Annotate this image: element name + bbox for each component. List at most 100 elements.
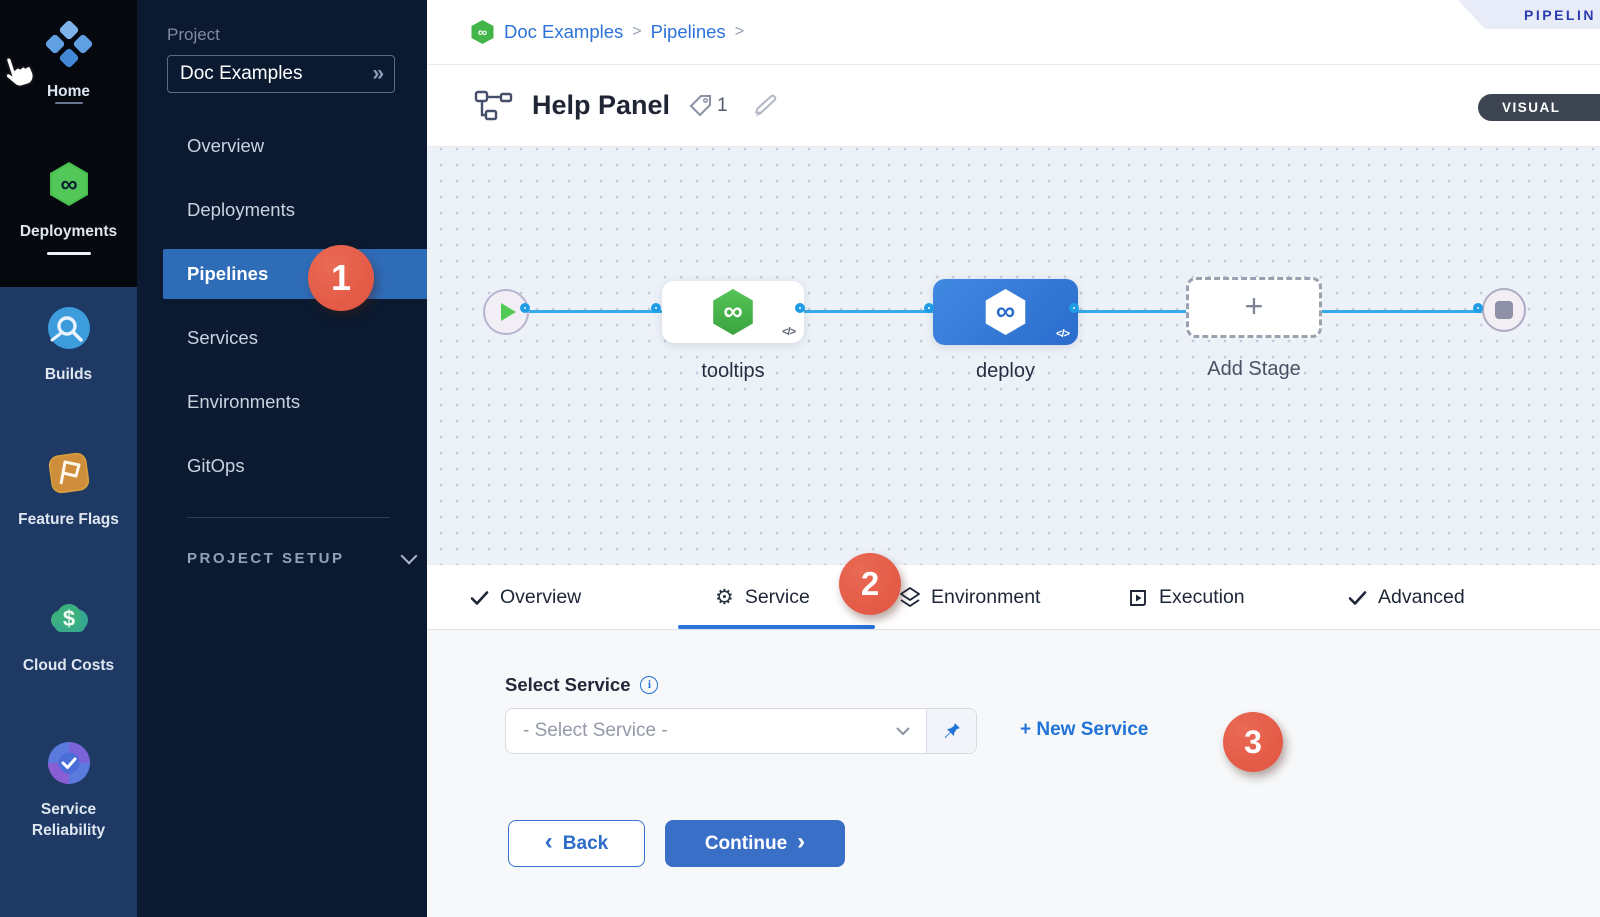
stage-node-tooltips[interactable]: ∞ </> — [662, 281, 804, 343]
sidebar-item-deployments[interactable]: ∞ Deployments — [0, 160, 137, 243]
breadcrumb: ∞ Doc Examples > Pipelines > — [470, 19, 744, 45]
deployments-underline — [46, 252, 91, 255]
sidebar-item-label: Home — [46, 83, 91, 100]
sidebar-item-services[interactable]: Services — [187, 327, 258, 348]
sidebar-item-pipelines[interactable]: Pipelines — [163, 249, 427, 299]
sidebar-item-service-reliability[interactable]: Service Reliability — [0, 740, 137, 842]
code-chip[interactable]: </> — [1056, 328, 1070, 340]
pipeline-header: Help Panel 1 VISUAL — [427, 65, 1600, 147]
cloud-costs-icon: $ — [45, 596, 93, 647]
stage-tabs: Overview ⚙ Service Environment — [427, 565, 1600, 630]
stage-node-deploy-selected[interactable]: ∞ </> — [933, 279, 1078, 345]
add-stage-label: Add Stage — [1207, 358, 1301, 380]
breadcrumb-bar: ∞ Doc Examples > Pipelines > PIPELIN — [427, 0, 1600, 65]
annotation-step-3: 3 — [1223, 712, 1283, 772]
annotation-step-2: 2 — [839, 553, 901, 615]
stage-label-deploy: deploy — [976, 360, 1035, 382]
sidebar-item-cloud-costs[interactable]: $ Cloud Costs — [0, 596, 137, 677]
project-setup-label: PROJECT SETUP — [187, 550, 345, 567]
connector-port[interactable] — [1473, 303, 1483, 313]
tag-count: 1 — [717, 94, 728, 116]
builds-icon — [46, 305, 92, 356]
project-setup-toggle[interactable]: PROJECT SETUP — [187, 547, 418, 567]
plus-icon: + — [1244, 287, 1264, 324]
select-service-placeholder: - Select Service - — [523, 720, 668, 741]
connector-port[interactable] — [1069, 303, 1079, 313]
back-button[interactable]: ‹ Back — [508, 820, 645, 867]
sidebar-item-label: Feature Flags — [18, 511, 119, 528]
harness-project-icon: ∞ — [470, 19, 495, 45]
connector-port[interactable] — [520, 303, 530, 313]
layers-icon — [900, 586, 920, 609]
module-sidebar-active-section — [0, 0, 137, 287]
tab-advanced[interactable]: Advanced — [1348, 565, 1465, 630]
service-tab-panel: Select Service i - Select Service - — [427, 630, 1600, 917]
edit-pencil-icon[interactable] — [754, 93, 780, 119]
project-name: Doc Examples — [180, 63, 303, 84]
check-icon — [1348, 590, 1367, 606]
svg-text:$: $ — [62, 606, 74, 631]
ribbon-label: PIPELIN — [1524, 6, 1596, 23]
visual-yaml-toggle[interactable]: VISUAL — [1478, 94, 1600, 121]
sidebar-item-feature-flags[interactable]: Feature Flags — [0, 450, 137, 531]
sidebar-item-label: Service Reliability — [31, 801, 106, 839]
main-content: ∞ Doc Examples > Pipelines > PIPELIN — [427, 0, 1600, 917]
harness-cd-icon: ∞ — [713, 289, 753, 335]
sidebar-item-home[interactable]: Home — [0, 20, 137, 103]
pipeline-edge — [1078, 310, 1186, 313]
home-underline — [54, 102, 83, 104]
project-sidebar: Project Doc Examples » Overview Deployme… — [137, 0, 427, 917]
chevron-left-icon: ‹ — [544, 828, 553, 855]
sidebar-item-label: Deployments — [19, 223, 118, 240]
pin-runtime-input-button[interactable] — [926, 709, 976, 753]
select-service-label: Select Service — [505, 674, 631, 695]
connector-port[interactable] — [795, 303, 805, 313]
breadcrumb-link-project[interactable]: Doc Examples — [504, 21, 624, 42]
svg-text:∞: ∞ — [60, 171, 77, 198]
visual-toggle-label: VISUAL — [1502, 100, 1561, 115]
sidebar-item-overview[interactable]: Overview — [187, 135, 265, 156]
expand-project-icon: » — [372, 62, 384, 85]
sidebar-item-deployments-menu[interactable]: Deployments — [187, 199, 295, 220]
continue-button[interactable]: Continue › — [665, 820, 845, 867]
select-service-dropdown[interactable]: - Select Service - — [505, 708, 977, 754]
stop-icon — [1495, 301, 1513, 319]
breadcrumb-link-pipelines[interactable]: Pipelines — [650, 21, 726, 42]
tab-environment[interactable]: Environment — [900, 565, 1040, 630]
execution-icon — [1128, 588, 1148, 608]
sidebar-item-environments[interactable]: Environments — [187, 391, 301, 412]
pipeline-edge — [804, 310, 933, 313]
stage-label-tooltips: tooltips — [701, 360, 765, 382]
hand-cursor-icon — [0, 52, 36, 99]
info-icon[interactable]: i — [640, 676, 659, 694]
project-selector[interactable]: Doc Examples » — [167, 55, 395, 93]
sidebar-item-gitops[interactable]: GitOps — [187, 455, 245, 476]
sidebar-item-builds[interactable]: Builds — [0, 305, 137, 386]
service-reliability-icon — [46, 740, 92, 791]
page-title: Help Panel — [532, 90, 671, 120]
active-tab-underline — [678, 625, 875, 629]
chevron-down-icon — [400, 547, 418, 565]
feature-flags-icon — [46, 450, 92, 501]
connector-port[interactable] — [924, 303, 934, 313]
project-section-label: Project — [167, 25, 220, 44]
new-service-link[interactable]: + New Service — [1020, 719, 1149, 740]
pipeline-edge — [1322, 310, 1482, 313]
connector-port[interactable] — [651, 303, 661, 313]
breadcrumb-separator: > — [632, 23, 642, 40]
home-icon — [45, 20, 93, 73]
module-sidebar: Home ∞ Deployments — [0, 0, 137, 917]
tab-overview[interactable]: Overview — [470, 565, 581, 630]
tag-icon — [688, 93, 713, 118]
tab-execution[interactable]: Execution — [1128, 565, 1245, 630]
pin-icon — [942, 721, 962, 741]
tab-service[interactable]: ⚙ Service — [715, 586, 810, 609]
pipeline-icon — [474, 90, 514, 122]
sidebar-item-label: Cloud Costs — [22, 657, 115, 674]
tags-indicator[interactable]: 1 — [688, 93, 728, 118]
code-chip[interactable]: </> — [782, 326, 796, 338]
gear-icon: ⚙ — [715, 586, 734, 609]
add-stage-button[interactable]: + — [1186, 277, 1322, 338]
pipeline-canvas[interactable]: ∞ </> tooltips ∞ </> deploy + Add Stage — [427, 147, 1600, 565]
